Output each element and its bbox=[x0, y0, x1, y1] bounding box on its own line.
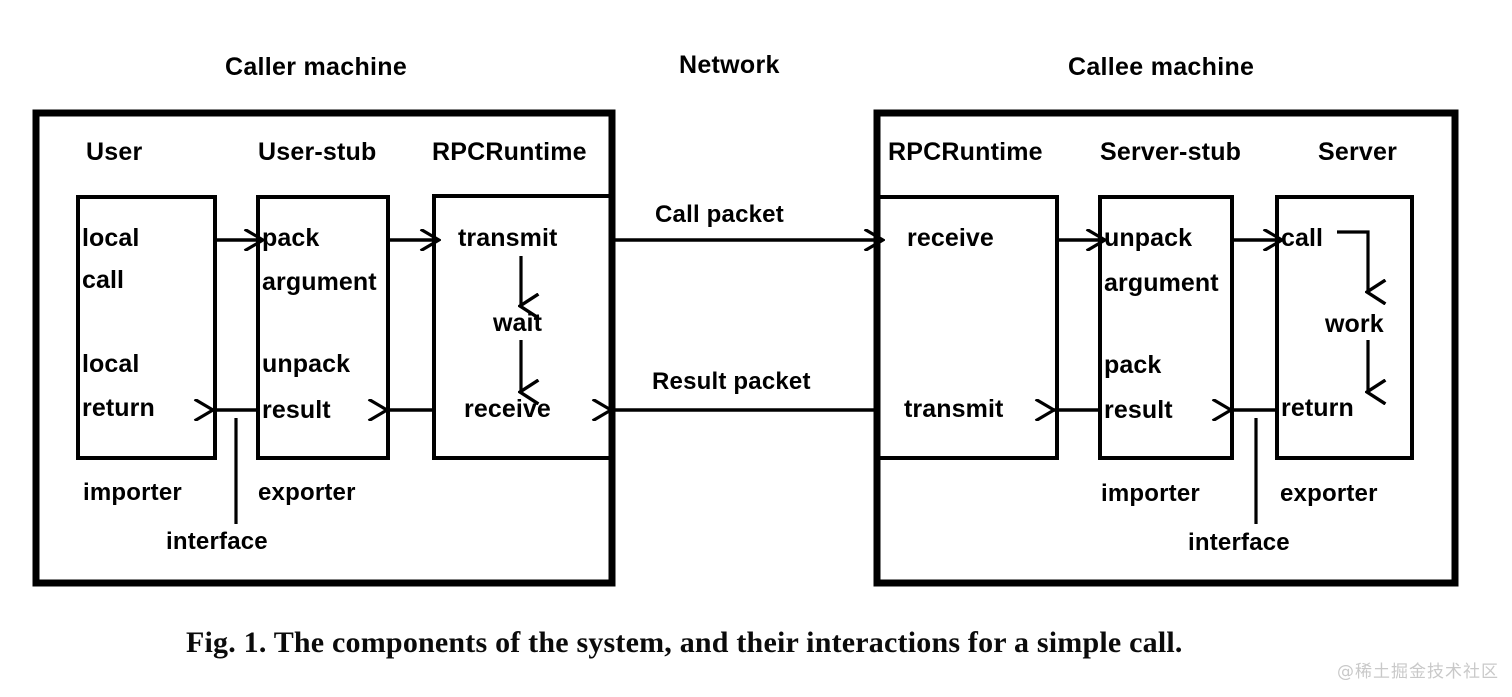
server-stub-step-pack-line2: result bbox=[1104, 396, 1173, 424]
figure-caption: Fig. 1. The components of the system, an… bbox=[186, 626, 1183, 659]
caller-interface-label: interface bbox=[166, 528, 268, 555]
server-step-return: return bbox=[1281, 394, 1354, 422]
callee-importer-label: importer bbox=[1101, 480, 1200, 507]
server-stub-step-unpack-line1: unpack bbox=[1104, 224, 1193, 252]
callee-rpcruntime-step-transmit: transmit bbox=[904, 395, 1004, 423]
user-step-local-return-line1: local bbox=[82, 350, 140, 378]
watermark: @稀土掘金技术社区 bbox=[1337, 662, 1499, 682]
user-stub-box bbox=[256, 195, 390, 460]
caller-rpcruntime-box bbox=[432, 194, 614, 460]
user-step-local-call-line2: call bbox=[82, 266, 125, 294]
callee-column-header-server: Server bbox=[1318, 138, 1398, 166]
callee-exporter-label: exporter bbox=[1280, 480, 1378, 507]
server-stub-step-unpack-line2: argument bbox=[1104, 269, 1219, 297]
user-stub-step-unpack-line2: result bbox=[262, 396, 331, 424]
arrow-call-to-work bbox=[1337, 230, 1368, 292]
callee-column-header-server-stub: Server-stub bbox=[1100, 138, 1242, 166]
callee-machine-title: Callee machine bbox=[1068, 53, 1255, 81]
network-title: Network bbox=[679, 51, 780, 79]
caller-machine-box bbox=[32, 109, 616, 587]
call-packet-label: Call packet bbox=[655, 201, 784, 228]
server-step-work: work bbox=[1325, 310, 1384, 338]
caller-column-header-rpcruntime: RPCRuntime bbox=[432, 138, 587, 166]
user-stub-step-pack-line2: argument bbox=[262, 268, 377, 296]
callee-rpcruntime-step-receive: receive bbox=[907, 224, 994, 252]
user-stub-step-pack-line1: pack bbox=[262, 224, 320, 252]
caller-exporter-label: exporter bbox=[258, 479, 356, 506]
user-stub-step-unpack-line1: unpack bbox=[262, 350, 351, 378]
caller-rpcruntime-step-transmit: transmit bbox=[458, 224, 558, 252]
server-box bbox=[1275, 195, 1414, 460]
user-step-local-call-line1: local bbox=[82, 224, 140, 252]
callee-column-header-rpcruntime: RPCRuntime bbox=[888, 138, 1043, 166]
callee-interface-label: interface bbox=[1188, 529, 1290, 556]
callee-rpcruntime-box bbox=[876, 195, 1059, 460]
result-packet-label: Result packet bbox=[652, 368, 811, 395]
caller-column-header-user: User bbox=[86, 138, 143, 166]
caller-machine-title: Caller machine bbox=[225, 53, 408, 81]
server-stub-box bbox=[1098, 195, 1234, 460]
caller-rpcruntime-step-receive: receive bbox=[464, 395, 551, 423]
user-step-local-return-line2: return bbox=[82, 394, 155, 422]
caller-importer-label: importer bbox=[83, 479, 182, 506]
caller-column-header-user-stub: User-stub bbox=[258, 138, 377, 166]
server-stub-step-pack-line1: pack bbox=[1104, 351, 1162, 379]
caller-rpcruntime-step-wait: wait bbox=[493, 309, 543, 337]
server-step-call: call bbox=[1281, 224, 1324, 252]
user-box bbox=[76, 195, 217, 460]
